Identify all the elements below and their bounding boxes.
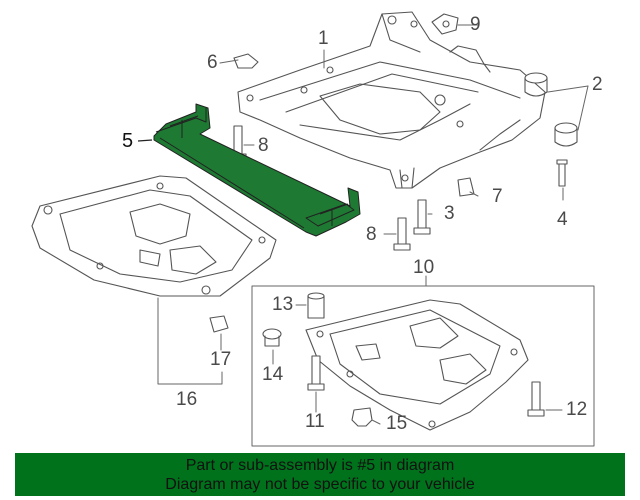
callout-1: 1 (318, 28, 329, 49)
leader-lines (157, 24, 589, 425)
clip-part-17[interactable] (209, 315, 229, 333)
splash-shield-part-16[interactable] (31, 175, 277, 297)
bolt-part-8-lower[interactable] (393, 217, 411, 251)
banner-line-2: Diagram may not be specific to your vehi… (165, 476, 475, 493)
group-box-10 (251, 285, 595, 447)
callout-8-upper: 8 (258, 135, 269, 156)
callout-4: 4 (557, 209, 568, 230)
bolt-part-11[interactable] (307, 355, 325, 391)
bolt-part-4[interactable] (556, 159, 568, 187)
crossmember-part-1[interactable] (237, 11, 546, 189)
callout-15: 15 (386, 413, 408, 434)
callout-7: 7 (492, 186, 503, 207)
callout-17: 17 (210, 349, 232, 370)
callout-14: 14 (262, 364, 284, 385)
callout-12: 12 (566, 399, 588, 420)
bolt-part-12[interactable] (527, 381, 545, 417)
cap-part-13[interactable] (307, 292, 325, 319)
under-cover-part-10[interactable] (305, 299, 529, 431)
callout-2: 2 (592, 74, 603, 95)
leader-part-5 (137, 139, 153, 142)
clip-part-6[interactable] (233, 53, 259, 69)
callout-16: 16 (176, 389, 198, 410)
callout-11: 11 (305, 411, 325, 432)
bracket-part-9[interactable] (431, 13, 459, 35)
nut-part-14[interactable] (262, 328, 282, 347)
banner-line-1: Part or sub-assembly is #5 in diagram (185, 457, 455, 474)
callout-10: 10 (413, 257, 435, 278)
callout-8-lower: 8 (366, 224, 377, 245)
callout-3: 3 (444, 203, 455, 224)
crossmember-bar-part-5[interactable] (153, 103, 361, 237)
callout-5: 5 (122, 130, 134, 152)
callout-13: 13 (272, 294, 294, 315)
callout-9: 9 (470, 14, 481, 35)
clip-part-15[interactable] (351, 407, 373, 427)
mount-part-2[interactable] (524, 72, 578, 147)
callout-6: 6 (207, 52, 218, 73)
info-banner: Part or sub-assembly is #5 in diagram Di… (15, 453, 625, 496)
bolt-part-3[interactable] (413, 199, 431, 235)
